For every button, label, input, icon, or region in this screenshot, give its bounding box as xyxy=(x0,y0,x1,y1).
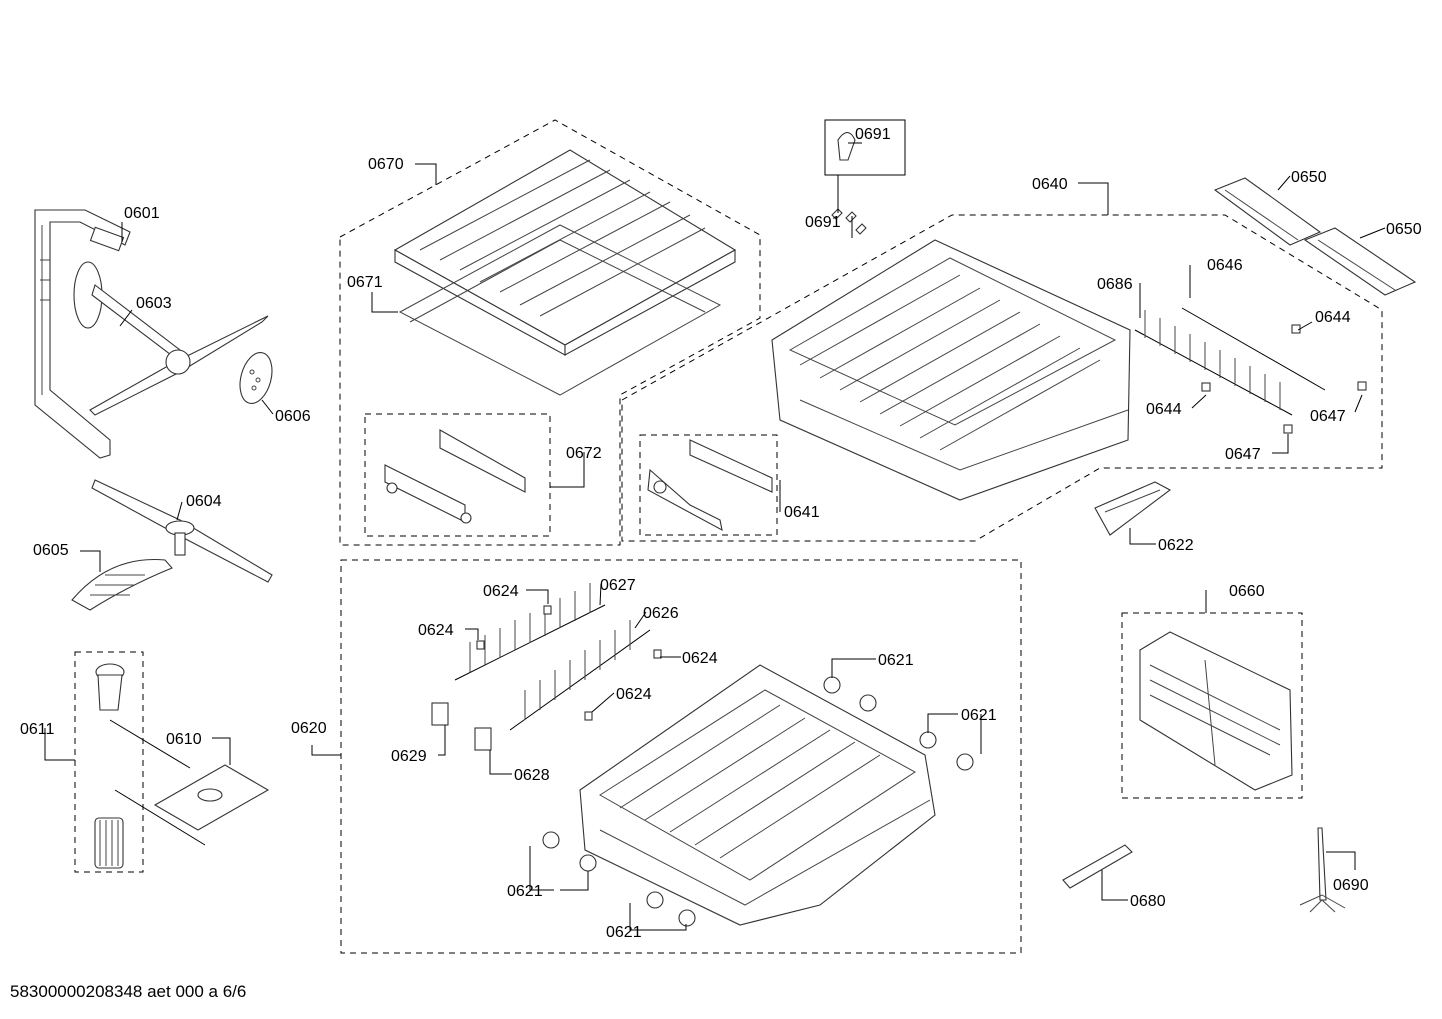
label-0605: 0605 xyxy=(33,542,69,559)
sieve-cover-part xyxy=(71,558,173,611)
tray-bracket-part xyxy=(384,429,526,524)
cutlery-basket-part xyxy=(1139,631,1293,791)
cutlery-tray-part xyxy=(393,149,737,396)
label-0621-a: 0621 xyxy=(878,652,914,669)
part-number-labels: 0601 0603 0606 0604 0605 0611 0610 0670 … xyxy=(20,126,1422,941)
group-0640-outline xyxy=(621,214,1383,542)
rack-wheels-part xyxy=(542,676,974,927)
label-0601: 0601 xyxy=(124,205,160,222)
label-0650-right: 0650 xyxy=(1386,221,1422,238)
label-0621-c: 0621 xyxy=(507,883,543,900)
label-0622: 0622 xyxy=(1158,537,1194,554)
group-0641-outline xyxy=(639,434,778,536)
folding-tines-part xyxy=(1134,307,1326,416)
label-0691-top: 0691 xyxy=(855,126,891,143)
label-0646: 0646 xyxy=(1207,257,1243,274)
label-0624-c: 0624 xyxy=(682,650,718,667)
label-0611: 0611 xyxy=(20,721,55,738)
tine-holders-part xyxy=(431,702,492,751)
label-0628: 0628 xyxy=(514,767,550,784)
label-0680: 0680 xyxy=(1130,893,1166,910)
label-0650-top: 0650 xyxy=(1291,169,1327,186)
filter-disc-part xyxy=(239,352,273,404)
upper-rack-part xyxy=(771,239,1131,501)
lower-tines-part xyxy=(454,583,651,731)
label-0647-bottom: 0647 xyxy=(1225,446,1261,463)
label-0604: 0604 xyxy=(186,493,222,510)
rack-adjuster-part xyxy=(647,439,773,532)
label-0640: 0640 xyxy=(1032,176,1068,193)
rack-stop-part xyxy=(1299,827,1346,913)
upper-spray-arm-part xyxy=(73,261,269,416)
label-0624-a: 0624 xyxy=(483,583,519,600)
leader-lines xyxy=(44,142,1386,931)
label-0629: 0629 xyxy=(391,748,427,765)
label-0647-right: 0647 xyxy=(1310,408,1346,425)
label-0603: 0603 xyxy=(136,295,172,312)
label-0624-b: 0624 xyxy=(418,622,454,639)
label-0660: 0660 xyxy=(1229,583,1265,600)
sump-plate-part xyxy=(114,764,270,846)
label-0641: 0641 xyxy=(784,504,820,521)
group-0660-outline xyxy=(1121,612,1303,799)
label-0620: 0620 xyxy=(291,720,327,737)
tine-clips-part xyxy=(476,605,662,721)
label-0644-bottom: 0644 xyxy=(1146,401,1182,418)
label-0672: 0672 xyxy=(566,445,602,462)
label-0671: 0671 xyxy=(347,274,383,291)
label-0624-d: 0624 xyxy=(616,686,652,703)
label-0610: 0610 xyxy=(166,731,202,748)
filter-assembly-part xyxy=(94,663,191,869)
drawing-reference-footer: 58300000208348 aet 000 a 6/6 xyxy=(10,982,247,1001)
group-0672-outline xyxy=(364,413,551,537)
group-0620-outline xyxy=(340,559,1022,954)
label-0670: 0670 xyxy=(368,156,404,173)
supply-tube-part xyxy=(34,209,131,459)
group-0670-outline xyxy=(339,119,761,546)
label-0621-b: 0621 xyxy=(961,707,997,724)
label-0621-d: 0621 xyxy=(606,924,642,941)
knife-rack-part xyxy=(1213,177,1417,296)
label-0686: 0686 xyxy=(1097,276,1133,293)
label-0644-top: 0644 xyxy=(1315,309,1351,326)
front-panel-part xyxy=(1062,844,1133,889)
lower-rack-part xyxy=(579,664,936,926)
clip-part xyxy=(831,131,867,235)
group-0691-box xyxy=(824,119,906,176)
label-0627: 0627 xyxy=(600,577,636,594)
lower-spray-arm-part xyxy=(91,479,273,583)
group-0611-outline xyxy=(74,651,144,873)
label-0690: 0690 xyxy=(1333,877,1369,894)
label-0691-bottom: 0691 xyxy=(805,214,841,231)
rack-handle-part xyxy=(1094,481,1172,536)
label-0626: 0626 xyxy=(643,605,679,622)
label-0606: 0606 xyxy=(275,408,311,425)
